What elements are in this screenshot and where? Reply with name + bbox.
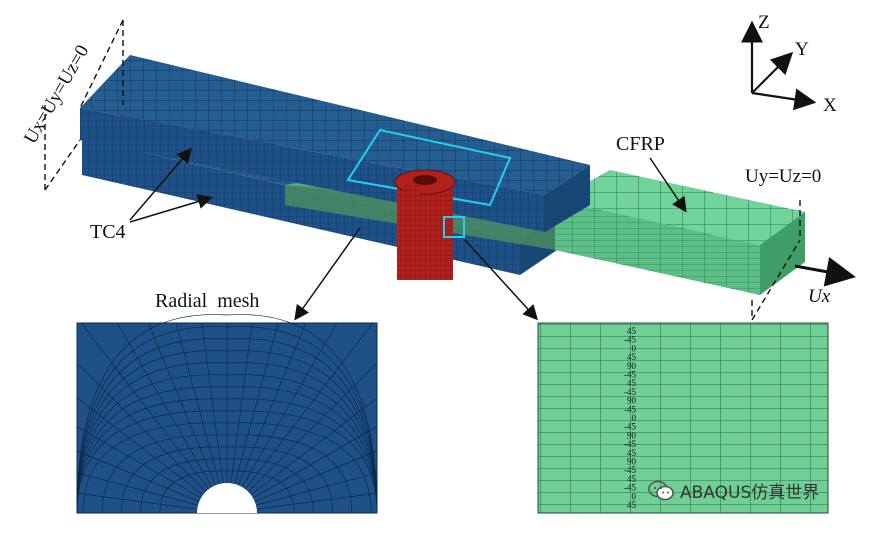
bolt-hole	[197, 483, 257, 513]
ply-angle-label: 0	[632, 491, 637, 501]
ply-angle-label: 0	[632, 343, 637, 353]
ply-stack-panel: 45-4504590-4545-4590-450-4590-454590-454…	[537, 322, 829, 514]
ply-angle-label: -45	[624, 335, 636, 345]
bolt	[394, 169, 456, 280]
right-boundary-condition	[751, 200, 801, 321]
wechat-icon	[648, 480, 674, 500]
ply-angle-label: 45	[627, 448, 637, 458]
tc4-arrow-lower	[129, 194, 213, 223]
cfrp-arrow	[649, 157, 687, 213]
ply-angle-label: 45	[627, 474, 637, 484]
tc4-label: TC4	[90, 221, 126, 243]
ply-angle-label: 45	[627, 352, 637, 362]
ply-angle-label: -45	[624, 387, 636, 397]
ply-angle-label: 45	[627, 500, 637, 510]
coordinate-triad	[741, 20, 817, 111]
tc4-arrow-upper	[129, 147, 192, 221]
ply-callout-arrow	[464, 239, 539, 321]
ply-angle-label: 90	[627, 430, 637, 440]
left-boundary-condition	[44, 19, 124, 191]
ply-angle-label: -45	[624, 439, 636, 449]
axis-y-label: Y	[795, 39, 809, 60]
watermark-text: ABAQUS仿真世界	[680, 483, 820, 503]
radial-mesh-panel	[76, 314, 378, 514]
radial-callout-arrow	[294, 227, 361, 321]
ply-angle-label: -45	[624, 483, 636, 493]
ply-angle-label: -45	[624, 370, 636, 380]
axis-x-label: X	[823, 95, 837, 116]
ply-angle-label: 90	[627, 457, 637, 467]
ply-angle-label: -45	[624, 422, 636, 432]
ply-detail-region	[443, 216, 465, 238]
ply-angle-label: 0	[632, 413, 637, 423]
ply-angle-label: -45	[624, 404, 636, 414]
ply-angle-label: 90	[627, 361, 637, 371]
ply-angle-label: 45	[627, 378, 637, 388]
ply-angle-label: 90	[627, 396, 637, 406]
ply-angle-label: 45	[627, 326, 637, 336]
cfrp-label: CFRP	[616, 133, 665, 155]
load-label: Ux	[808, 286, 831, 307]
right-bc-label: Uy=Uz=0	[745, 166, 821, 187]
load-arrow	[794, 256, 856, 287]
radial-mesh-label: Radial mesh	[155, 290, 259, 312]
axis-z-label: Z	[758, 12, 770, 33]
watermark: ABAQUS仿真世界	[648, 478, 819, 503]
ply-angle-label: -45	[624, 465, 636, 475]
